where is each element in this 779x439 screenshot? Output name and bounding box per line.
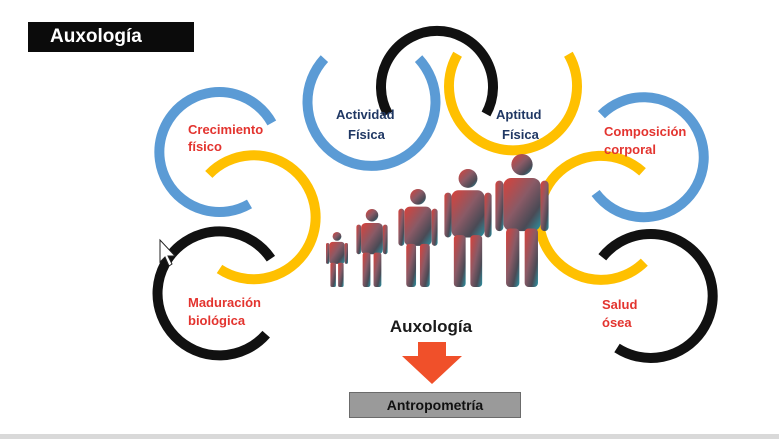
ring-black-maduracion — [152, 226, 276, 361]
ring-blue-actividad — [302, 55, 441, 171]
figure-5 — [495, 154, 549, 287]
down-arrow-icon — [402, 342, 462, 384]
figure-3 — [398, 189, 438, 287]
antropometria-box: Antropometría — [349, 392, 521, 418]
ring-black-top — [376, 25, 498, 117]
ring-gold-left — [205, 150, 321, 285]
ring-blue-crecimiento — [154, 87, 277, 218]
node-salud-line1: Salud — [602, 297, 637, 312]
figure-4 — [444, 169, 492, 287]
node-composicion-line1: Composición — [604, 124, 686, 139]
ring-gold-aptitud — [444, 51, 582, 156]
node-aptitud-line1: Aptitud — [496, 107, 542, 122]
ring-black-salud — [598, 229, 718, 363]
ring-blue-composicion — [591, 92, 709, 223]
bottom-divider — [0, 434, 779, 439]
figure-1 — [326, 232, 348, 287]
move-cursor-icon — [159, 238, 177, 267]
node-actividad-line1: Actividad — [336, 107, 395, 122]
node-crecimiento-line1: Crecimiento — [188, 122, 263, 137]
node-salud-line2: ósea — [602, 315, 632, 330]
node-actividad-line2: Física — [348, 127, 386, 142]
center-label: Auxología — [390, 317, 473, 336]
node-aptitud-line2: Física — [502, 127, 540, 142]
node-maduracion-line1: Maduración — [188, 295, 261, 310]
node-crecimiento-line2: físico — [188, 139, 222, 154]
figure-2 — [356, 209, 388, 287]
node-composicion-line2: corporal — [604, 142, 656, 157]
node-maduracion-line2: biológica — [188, 313, 246, 328]
slide-title: Auxología — [28, 22, 194, 52]
